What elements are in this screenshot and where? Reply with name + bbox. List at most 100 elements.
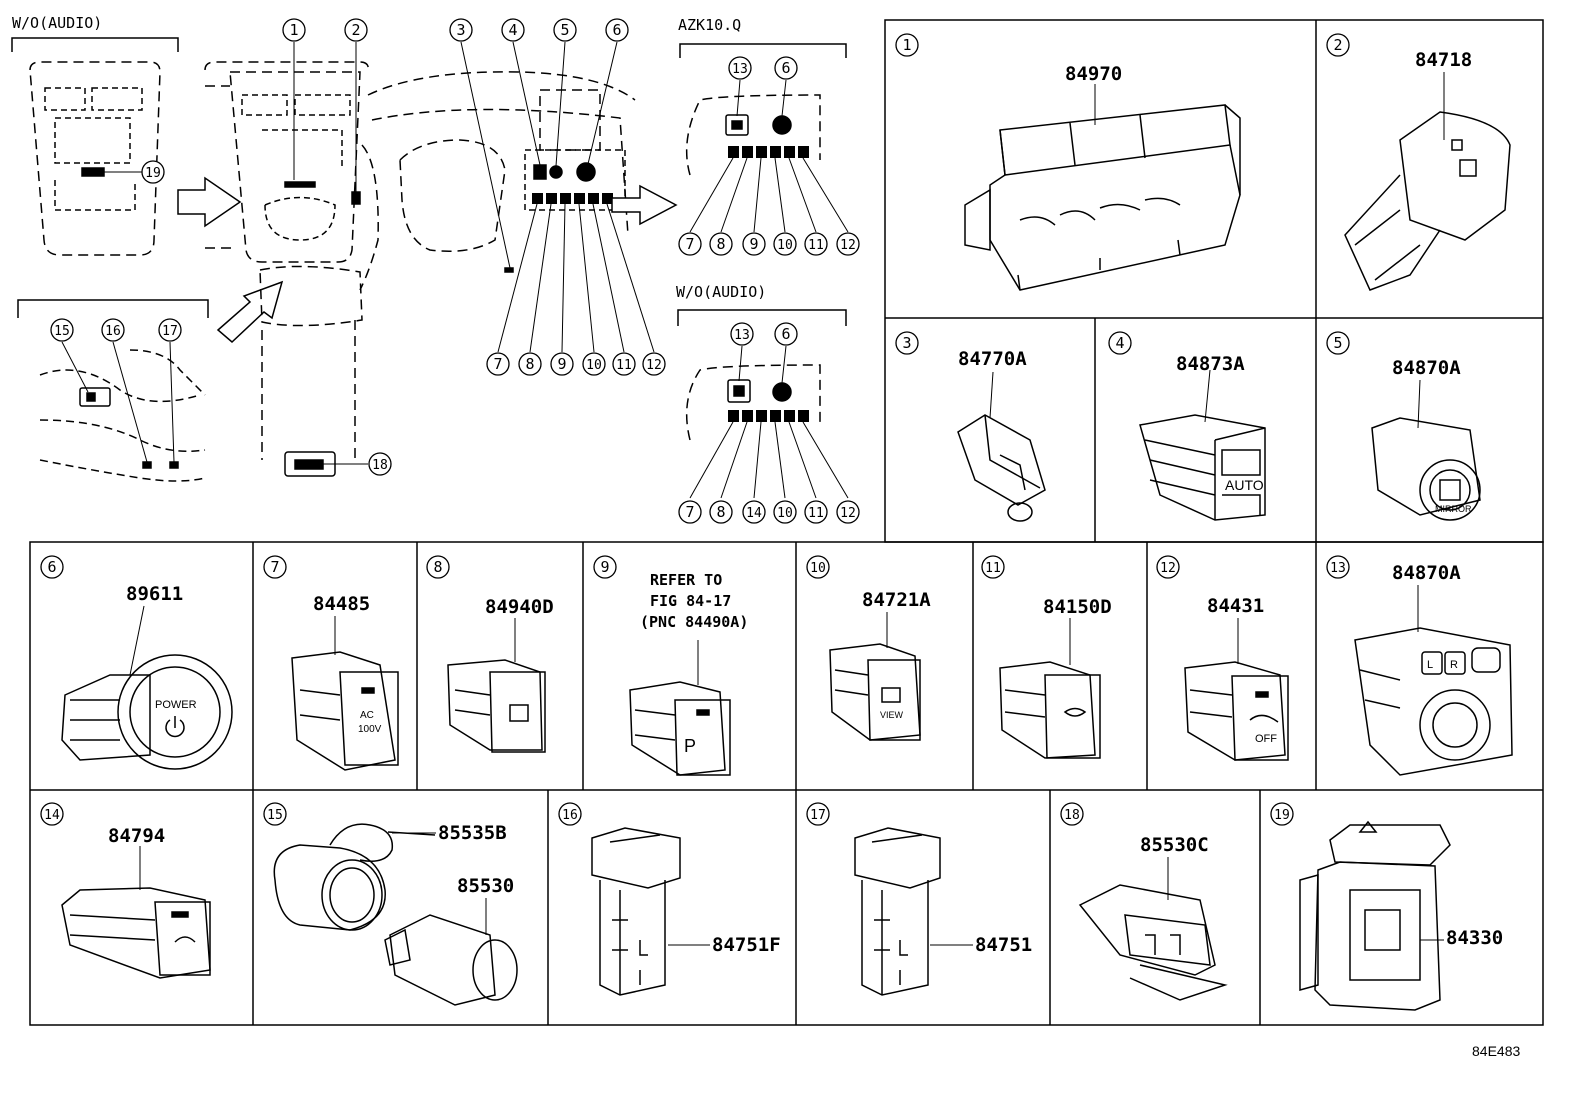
svg-text:16: 16	[105, 324, 121, 339]
part-number-84794: 84794	[108, 825, 165, 847]
svg-text:16: 16	[562, 808, 578, 823]
cell-callout-5: 5	[1326, 331, 1350, 355]
part-number-84940D: 84940D	[485, 596, 554, 618]
overview-callout-8: 8	[709, 232, 733, 256]
part-illustration-84150D	[999, 661, 1101, 759]
overview-callout-12: 12	[642, 352, 666, 376]
arrow-right-upper	[177, 176, 242, 228]
part-illustration-84770A	[957, 414, 1046, 522]
svg-text:12: 12	[840, 238, 856, 253]
part-number-85530: 85530	[457, 875, 514, 897]
leader-line	[129, 605, 145, 676]
svg-text:11: 11	[616, 358, 632, 373]
svg-text:7: 7	[685, 503, 694, 521]
svg-text:4: 4	[1115, 334, 1124, 352]
overview-callout-8: 8	[518, 352, 542, 376]
arrow-right-lower	[216, 280, 284, 344]
reference-note-line: FIG 84-17	[650, 592, 731, 610]
svg-text:6: 6	[781, 59, 790, 77]
overview-callout-15: 15	[50, 318, 74, 342]
bracket-top-left	[11, 37, 179, 52]
part-illustration-84794	[61, 887, 211, 979]
part-illustration-84870A-5: MIRROR	[1371, 417, 1481, 521]
part-number-84870A: 84870A	[1392, 357, 1461, 379]
overview-callout-6: 6	[605, 18, 629, 42]
overview-callout-12: 12	[836, 500, 860, 524]
center-console	[204, 61, 370, 477]
svg-text:13: 13	[732, 62, 748, 77]
label-view: VIEW	[880, 710, 904, 720]
cell-callout-13: 13	[1326, 555, 1350, 579]
svg-text:4: 4	[508, 21, 517, 39]
inset-shifter-area	[39, 349, 206, 482]
label-ac-voltage: 100V	[358, 724, 382, 735]
part-number-85535B: 85535B	[438, 822, 507, 844]
leader-line	[989, 371, 994, 419]
overview-callout-8: 8	[709, 500, 733, 524]
label-top-left-wo-audio: W/O(AUDIO)	[12, 14, 102, 32]
svg-text:11: 11	[808, 238, 824, 253]
cell-callout-17: 17	[806, 802, 830, 826]
svg-text:19: 19	[1274, 808, 1290, 823]
svg-text:7: 7	[493, 355, 502, 373]
svg-text:6: 6	[781, 325, 790, 343]
part-number-84770A: 84770A	[958, 348, 1027, 370]
inset-wo-audio: W/O(AUDIO)	[676, 283, 847, 441]
leader-line	[1417, 379, 1421, 429]
part-illustration-84873A: AUTO	[1139, 414, 1266, 521]
part-number-84330: 84330	[1446, 927, 1503, 949]
svg-text:17: 17	[810, 808, 826, 823]
svg-text:17: 17	[162, 324, 178, 339]
svg-text:7: 7	[270, 558, 279, 576]
svg-text:9: 9	[557, 355, 566, 373]
cell-callout-8: 8	[426, 555, 450, 579]
label-wo-audio-inset: W/O(AUDIO)	[676, 283, 766, 301]
svg-text:10: 10	[777, 506, 793, 521]
svg-text:6: 6	[612, 21, 621, 39]
overview-callout-9: 9	[550, 352, 574, 376]
overview-callout-13: 13	[730, 322, 754, 346]
label-auto: AUTO	[1225, 477, 1264, 493]
svg-text:15: 15	[54, 324, 70, 339]
cell-callout-10: 10	[806, 555, 830, 579]
svg-text:8: 8	[716, 503, 725, 521]
overview-callout-18: 18	[368, 452, 392, 476]
cell-callout-7: 7	[263, 555, 287, 579]
overview-callout-14: 14	[742, 500, 766, 524]
overview-callout-11: 11	[804, 500, 828, 524]
overview-callout-11: 11	[804, 232, 828, 256]
svg-text:5: 5	[1333, 334, 1342, 352]
svg-text:8: 8	[525, 355, 534, 373]
svg-text:12: 12	[840, 506, 856, 521]
part-illustration-84721A: VIEW	[829, 643, 921, 741]
part-illustration-84751	[854, 827, 941, 996]
svg-text:9: 9	[749, 235, 758, 253]
label-parking-p: P	[684, 736, 696, 756]
part-number-84718: 84718	[1415, 49, 1472, 71]
part-illustration-84940D	[447, 659, 546, 753]
overview-callout-6: 6	[774, 56, 798, 80]
cell-callout-2: 2	[1326, 33, 1350, 57]
overview-callout-12: 12	[836, 232, 860, 256]
part-number-89611: 89611	[126, 583, 183, 605]
svg-text:11: 11	[808, 506, 824, 521]
overview-callout-19: 19	[141, 160, 165, 184]
overview-leaders	[61, 41, 849, 499]
switch-cluster-overview	[524, 149, 678, 226]
reference-note-line: (PNC 84490A)	[640, 613, 748, 631]
part-number-84873A: 84873A	[1176, 353, 1245, 375]
svg-text:10: 10	[810, 561, 826, 576]
svg-text:14: 14	[746, 506, 762, 521]
svg-text:18: 18	[1064, 808, 1080, 823]
overview-callout-7: 7	[678, 232, 702, 256]
overview-callout-10: 10	[582, 352, 606, 376]
svg-text:8: 8	[433, 558, 442, 576]
inset-socket	[79, 387, 111, 407]
overview-callout-9: 9	[742, 232, 766, 256]
overview-illustration: W/O(AUDIO)	[11, 14, 678, 482]
cell-callout-4: 4	[1108, 331, 1132, 355]
part-number-84431: 84431	[1207, 595, 1264, 617]
part-number-84150D: 84150D	[1043, 596, 1112, 618]
part-illustration-85530C	[1078, 884, 1228, 1001]
